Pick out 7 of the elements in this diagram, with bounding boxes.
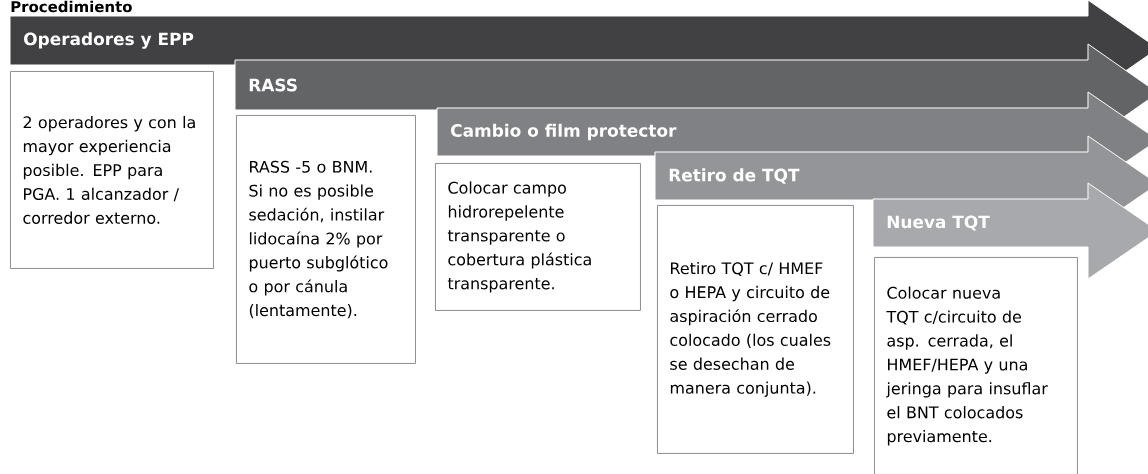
text-box: Colocar nueva TQT c/circuito de asp. cerrada, el HMEF/HEPA y una jeringa para insuflar el BNT colocados previamente. [874, 257, 1078, 474]
title: Procedimiento [11, 0, 132, 13]
text-box: 2 operadores y con la mayor experiencia posible. EPP para PGA. 1 alcanzador / corredor externo. [10, 71, 214, 269]
text-box: Retiro TQT c/ HMEF o HEPA y circuito de aspiración cerrado colocado (los cuales se desechan de manera conjunta). [657, 205, 854, 454]
arrow-band: Nueva TQT [872, 182, 1148, 280]
text-box: Colocar campo hidrorepelente transparente o cobertura plástica transparente. [435, 163, 641, 311]
text-box: RASS -5 o BNM. Si no es posible sedación, instilar lidocaína 2% por puerto subglótico o por cánula (lentamente). [236, 115, 416, 364]
